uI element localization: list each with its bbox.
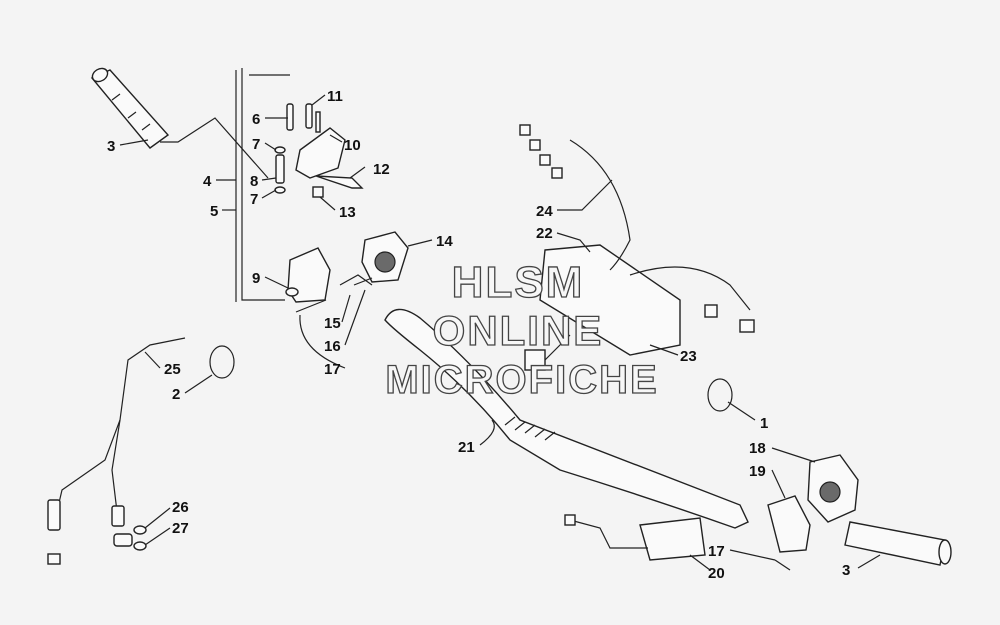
callout-7-upper: 7 bbox=[252, 136, 260, 153]
callout-1: 1 bbox=[760, 415, 768, 432]
callout-9: 9 bbox=[252, 270, 260, 287]
callout-26: 26 bbox=[172, 499, 189, 516]
callout-24: 24 bbox=[536, 203, 553, 220]
snap-rings bbox=[209, 345, 733, 412]
callout-19: 19 bbox=[749, 463, 766, 480]
callout-6: 6 bbox=[252, 111, 260, 128]
callout-27: 27 bbox=[172, 520, 189, 537]
leader-lines bbox=[119, 94, 881, 571]
watermark-line-3: MICROFICHE bbox=[385, 358, 658, 402]
callout-13: 13 bbox=[339, 204, 356, 221]
callout-4: 4 bbox=[203, 173, 212, 190]
throttle-cable bbox=[47, 337, 186, 565]
callout-15: 15 bbox=[324, 315, 341, 332]
callout-17-right: 17 bbox=[708, 543, 725, 560]
callout-7-lower: 7 bbox=[250, 191, 258, 208]
callout-12: 12 bbox=[373, 161, 390, 178]
left-switch-housing bbox=[285, 231, 409, 313]
watermark-line-2: ONLINE bbox=[433, 307, 604, 354]
switch-housing-frame bbox=[235, 68, 290, 302]
callout-16: 16 bbox=[324, 338, 341, 355]
callout-3-left: 3 bbox=[107, 138, 115, 155]
hand-warmer-module bbox=[519, 124, 755, 371]
callout-2: 2 bbox=[172, 386, 180, 403]
callout-11: 11 bbox=[327, 88, 343, 105]
callout-22: 22 bbox=[536, 225, 553, 242]
left-handlebar-grip bbox=[90, 67, 269, 179]
callout-25: 25 bbox=[164, 361, 181, 378]
callout-21: 21 bbox=[458, 439, 475, 456]
callout-10: 10 bbox=[344, 137, 361, 154]
callout-20: 20 bbox=[708, 565, 725, 582]
callout-14: 14 bbox=[436, 233, 453, 250]
handlebar bbox=[384, 308, 749, 529]
callout-23: 23 bbox=[680, 348, 697, 365]
callout-18: 18 bbox=[749, 440, 766, 457]
callout-5: 5 bbox=[210, 203, 218, 220]
callout-17-left: 17 bbox=[324, 361, 341, 378]
callout-8: 8 bbox=[250, 173, 258, 190]
pin-and-washers bbox=[274, 103, 313, 194]
right-throttle-assembly bbox=[564, 454, 952, 571]
lever-bracket-assembly bbox=[295, 111, 364, 198]
watermark-line-1: HLSM bbox=[452, 258, 585, 307]
callout-3-right: 3 bbox=[842, 562, 850, 579]
